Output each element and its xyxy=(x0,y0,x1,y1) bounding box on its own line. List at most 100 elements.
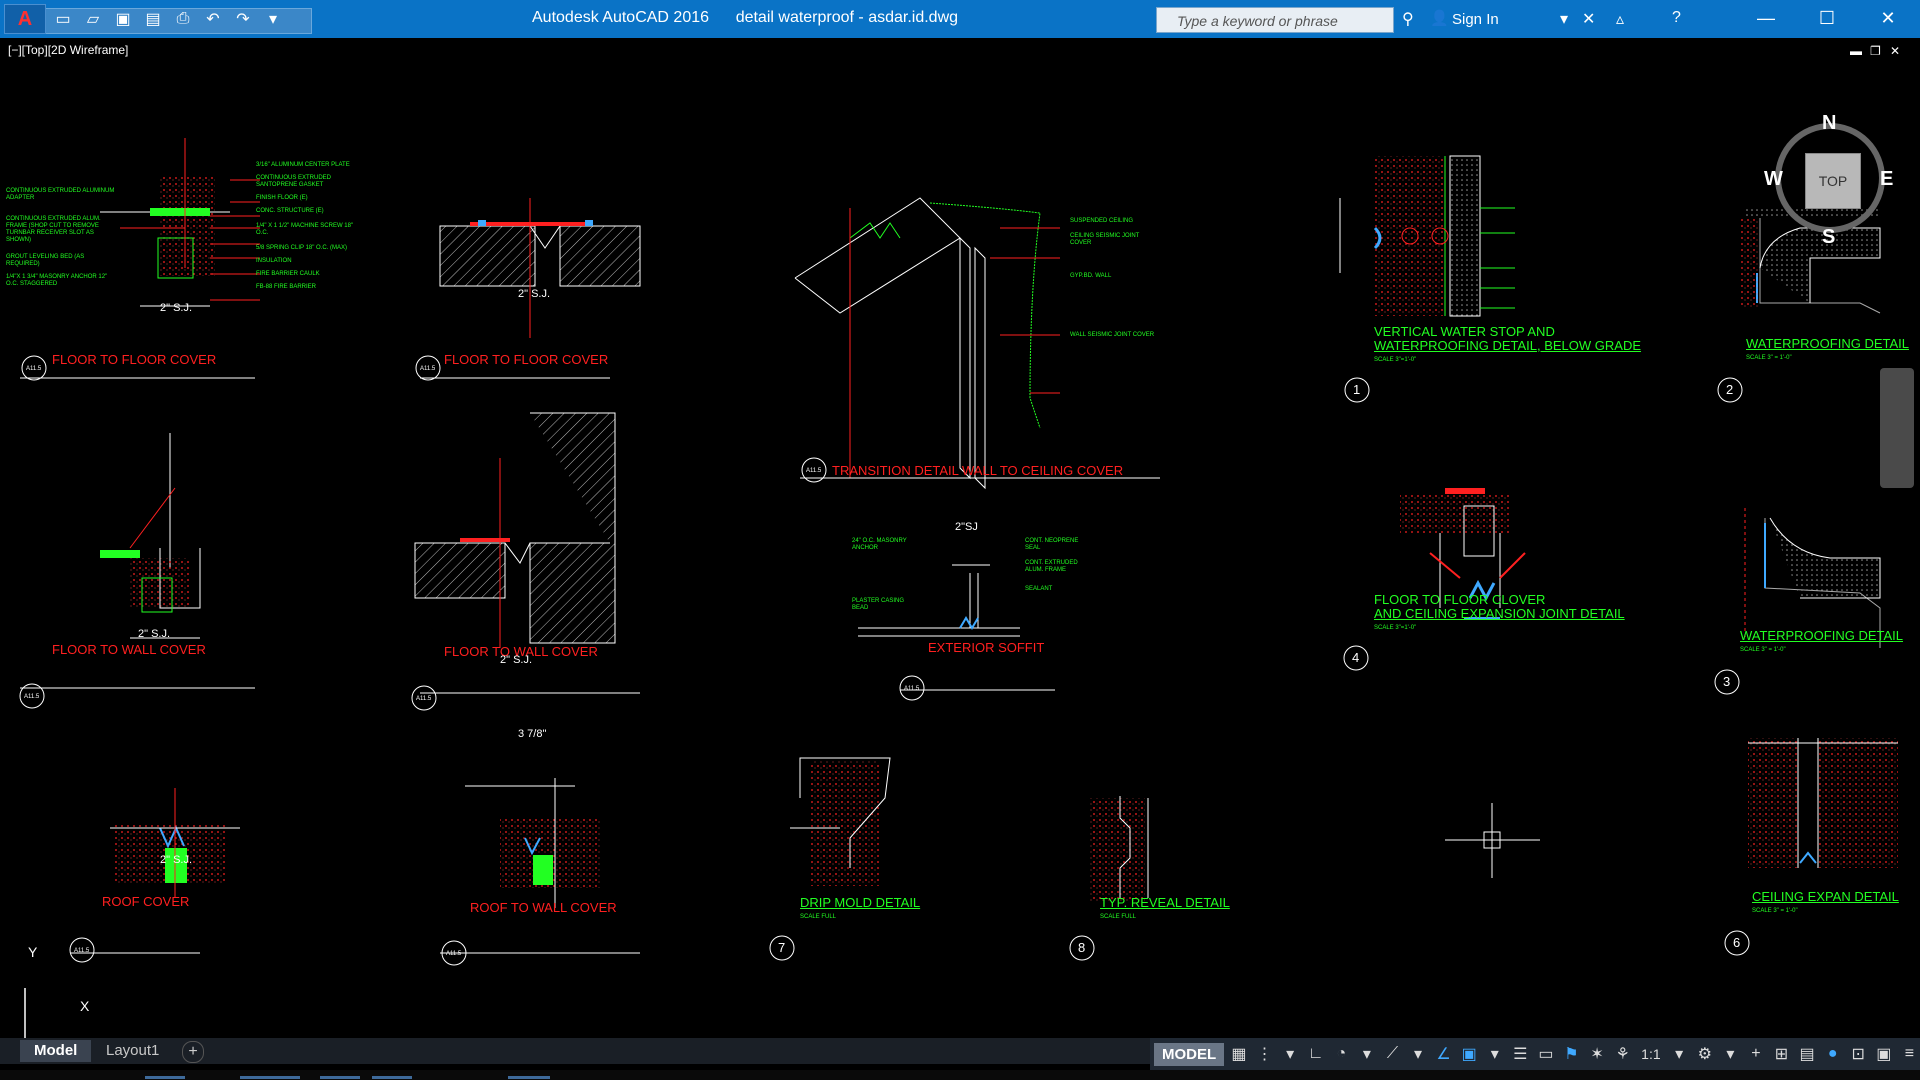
dimension-label: 3 7/8" xyxy=(518,728,547,740)
redo-icon[interactable]: ↷ xyxy=(236,11,250,28)
workspace-gear-icon[interactable]: ⚙ xyxy=(1697,1046,1712,1063)
detail-transition-wall-to-ceiling xyxy=(794,197,1160,490)
viewport-restore-icon[interactable]: ❐ xyxy=(1870,44,1881,58)
clean-screen-icon[interactable]: ▣ xyxy=(1876,1046,1892,1063)
exchange-apps-icon[interactable]: ✕ xyxy=(1582,11,1596,28)
binoculars-icon[interactable]: ⚲ xyxy=(1402,11,1414,28)
snap-dropdown-icon[interactable]: ▾ xyxy=(1286,1046,1295,1063)
tab-model[interactable]: Model xyxy=(20,1040,92,1062)
navigation-bar[interactable] xyxy=(1880,368,1914,488)
object-snap-tracking-icon[interactable]: ∠ xyxy=(1436,1046,1451,1063)
detail-num-15: 6 xyxy=(1733,935,1741,950)
lineweight-icon[interactable]: ☰ xyxy=(1513,1046,1528,1063)
quick-properties-icon[interactable]: ▤ xyxy=(1799,1046,1815,1063)
user-icon: 👤 xyxy=(1430,10,1449,27)
quick-access-buttons: A ▭ ▱ ▣ ▤ ⎙ ↶ ↷ ▾ xyxy=(0,4,286,34)
detail-num-5: 2 xyxy=(1726,382,1734,397)
save-as-icon[interactable]: ▤ xyxy=(145,11,161,28)
dimension-label: 2" S.J. xyxy=(500,654,533,666)
help-icon[interactable]: ? xyxy=(1672,9,1681,26)
object-snap-dropdown-icon[interactable]: ▾ xyxy=(1490,1046,1499,1063)
compass-north[interactable]: N xyxy=(1822,112,1837,134)
cad-drawing-canvas xyxy=(19,138,1898,966)
viewport-controls-label[interactable]: [−][Top][2D Wireframe] xyxy=(8,43,129,57)
signin-dropdown-icon[interactable]: ▾ xyxy=(1560,11,1569,28)
grid-icon[interactable]: ▦ xyxy=(1231,1046,1247,1063)
model-space-button[interactable]: MODEL xyxy=(1154,1042,1225,1066)
sign-in-button[interactable]: Sign In xyxy=(1452,11,1499,28)
viewcube-top-face[interactable]: TOP xyxy=(1805,153,1861,209)
transparency-icon[interactable]: ▭ xyxy=(1538,1046,1554,1063)
auto-scale-icon[interactable]: ✶ xyxy=(1590,1046,1604,1063)
tab-layout1[interactable]: Layout1 xyxy=(106,1042,160,1059)
autodesk-360-icon[interactable]: ▵ xyxy=(1616,11,1625,28)
units-icon[interactable]: ⊞ xyxy=(1774,1046,1789,1063)
detail-title-9: FLOOR TO FLOOR CLOVER AND CEILING EXPANS… xyxy=(1374,592,1625,632)
detail-title-14: TYP. REVEAL DETAIL SCALE FULL xyxy=(1100,895,1230,921)
viewport-minimize-icon[interactable]: ▬ xyxy=(1850,44,1862,58)
close-window-button[interactable]: ✕ xyxy=(1880,7,1896,28)
detail-title-15: CEILING EXPAN DETAIL SCALE 3" = 1'-0" xyxy=(1752,889,1899,915)
title-bar: A ▭ ▱ ▣ ▤ ⎙ ↶ ↷ ▾ Autodesk AutoCAD 2016 … xyxy=(0,0,1920,38)
status-bar: MODEL ▦ ⋮ ▾ ∟ ◔ ▾ ⟋ ▾ ∠ ▣ ▾ ☰ ▭ ⚑ ✶ ⚘ 1:… xyxy=(1150,1038,1920,1070)
maximize-button[interactable]: ☐ xyxy=(1818,7,1836,28)
dimension-label: 2"SJ xyxy=(955,521,978,533)
workspace-dropdown-icon[interactable]: ▾ xyxy=(1726,1046,1735,1063)
taskbar-strip xyxy=(0,1070,1920,1080)
compass-south[interactable]: S xyxy=(1822,226,1836,248)
polar-dropdown-icon[interactable]: ▾ xyxy=(1362,1046,1371,1063)
detail-floor-to-wall-cover-2 xyxy=(411,412,640,711)
sheet-ref-2: A11.5 xyxy=(420,366,436,372)
detail-num-14: 8 xyxy=(1078,940,1086,955)
undo-icon[interactable]: ↶ xyxy=(206,11,220,28)
detail-title-12: ROOF TO WALL COVER xyxy=(470,900,617,915)
isolate-objects-icon[interactable]: ⊡ xyxy=(1851,1046,1865,1063)
annotation-monitor-icon[interactable]: + xyxy=(1751,1045,1761,1062)
sheet-ref-7: A11.5 xyxy=(416,696,432,702)
detail-floor-to-floor-clover xyxy=(1343,488,1526,671)
dimension-label: 2" S.J. xyxy=(138,628,171,640)
ortho-icon[interactable]: ∟ xyxy=(1307,1045,1324,1062)
help-search-input[interactable]: Type a keyword or phrase xyxy=(1156,7,1394,33)
annotation-visibility-icon[interactable]: ⚑ xyxy=(1564,1046,1579,1063)
ucs-y-label: Y xyxy=(28,944,38,960)
autocad-logo-icon: A xyxy=(17,7,33,30)
detail-num-10: 3 xyxy=(1723,674,1731,689)
customization-menu-icon[interactable]: ≡ xyxy=(1904,1045,1915,1062)
application-menu-button[interactable]: A xyxy=(4,4,46,34)
customize-toolbar-icon[interactable]: ▾ xyxy=(268,11,278,28)
hardware-acceleration-icon[interactable]: ● xyxy=(1827,1045,1838,1062)
dimension-label: 2" S.J. xyxy=(160,854,193,866)
minimize-button[interactable]: — xyxy=(1757,7,1775,28)
save-icon[interactable]: ▣ xyxy=(115,11,131,28)
detail-exterior-soffit xyxy=(858,564,1055,701)
isodraft-dropdown-icon[interactable]: ▾ xyxy=(1413,1046,1423,1063)
viewcube-compass[interactable] xyxy=(1770,118,1890,238)
dimension-label: 2" S.J. xyxy=(160,302,193,314)
viewport-close-icon[interactable]: ✕ xyxy=(1890,44,1901,58)
new-file-icon[interactable]: ▭ xyxy=(55,11,71,28)
add-layout-icon[interactable]: + xyxy=(182,1041,204,1063)
polar-icon[interactable]: ◔ xyxy=(1336,1045,1347,1062)
drawing-viewport[interactable]: [−][Top][2D Wireframe] ▬ ❐ ✕ xyxy=(0,38,1920,1055)
compass-west[interactable]: W xyxy=(1764,168,1783,190)
isodraft-icon[interactable]: ⟋ xyxy=(1386,1045,1399,1062)
compass-east[interactable]: E xyxy=(1880,168,1894,190)
annotation-scale-dropdown-icon[interactable]: ▾ xyxy=(1675,1046,1684,1063)
annotation-scale-icon[interactable]: ⚘ xyxy=(1615,1046,1630,1063)
detail-title-10: WATERPROOFING DETAIL SCALE 3" = 1'-0" xyxy=(1740,628,1903,654)
detail-title-11: ROOF COVER xyxy=(102,894,190,909)
detail-num-9: 4 xyxy=(1352,650,1360,665)
detail-waterproofing-3 xyxy=(1714,508,1881,695)
plot-icon[interactable]: ⎙ xyxy=(176,10,190,27)
snap-icon[interactable]: ⋮ xyxy=(1256,1046,1273,1063)
sheet-ref-11: A11.5 xyxy=(74,948,90,954)
detail-waterproofing-2 xyxy=(1717,208,1881,403)
sheet-ref-8: A11.5 xyxy=(904,686,920,692)
object-snap-icon[interactable]: ▣ xyxy=(1461,1046,1477,1063)
open-file-icon[interactable]: ▱ xyxy=(86,11,100,28)
annotation-scale-value[interactable]: 1:1 xyxy=(1641,1046,1661,1062)
